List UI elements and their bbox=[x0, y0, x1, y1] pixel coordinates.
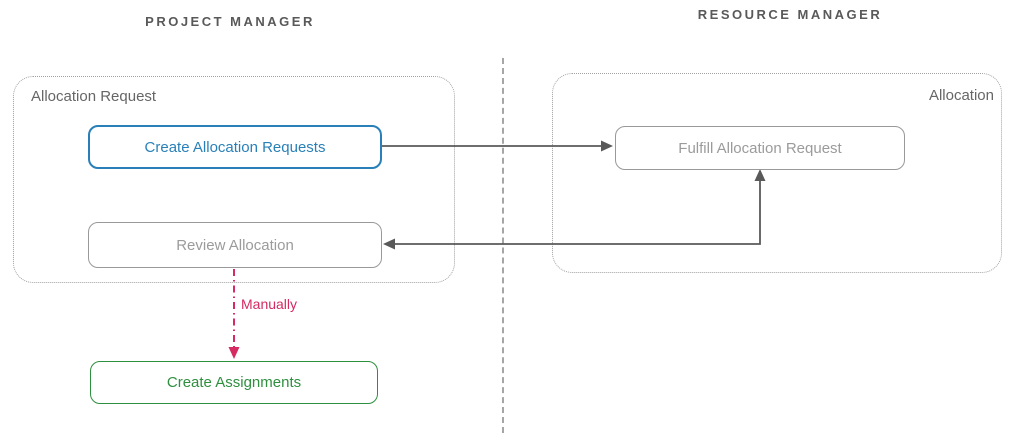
edge-label-manually: Manually bbox=[241, 296, 298, 312]
lane-title-resource-manager: RESOURCE MANAGER bbox=[697, 7, 883, 22]
node-fulfill-allocation-request: Fulfill Allocation Request bbox=[615, 126, 905, 170]
node-create-assignments: Create Assignments bbox=[90, 361, 378, 404]
group-allocation: Allocation bbox=[552, 73, 1002, 273]
lane-divider bbox=[502, 58, 504, 433]
group-label: Allocation bbox=[928, 87, 994, 104]
node-create-allocation-requests: Create Allocation Requests bbox=[88, 125, 382, 169]
group-label: Allocation Request bbox=[31, 88, 157, 105]
lane-title-project-manager: PROJECT MANAGER bbox=[145, 14, 315, 29]
node-review-allocation: Review Allocation bbox=[88, 222, 382, 268]
arrowhead-down-icon bbox=[228, 347, 240, 359]
